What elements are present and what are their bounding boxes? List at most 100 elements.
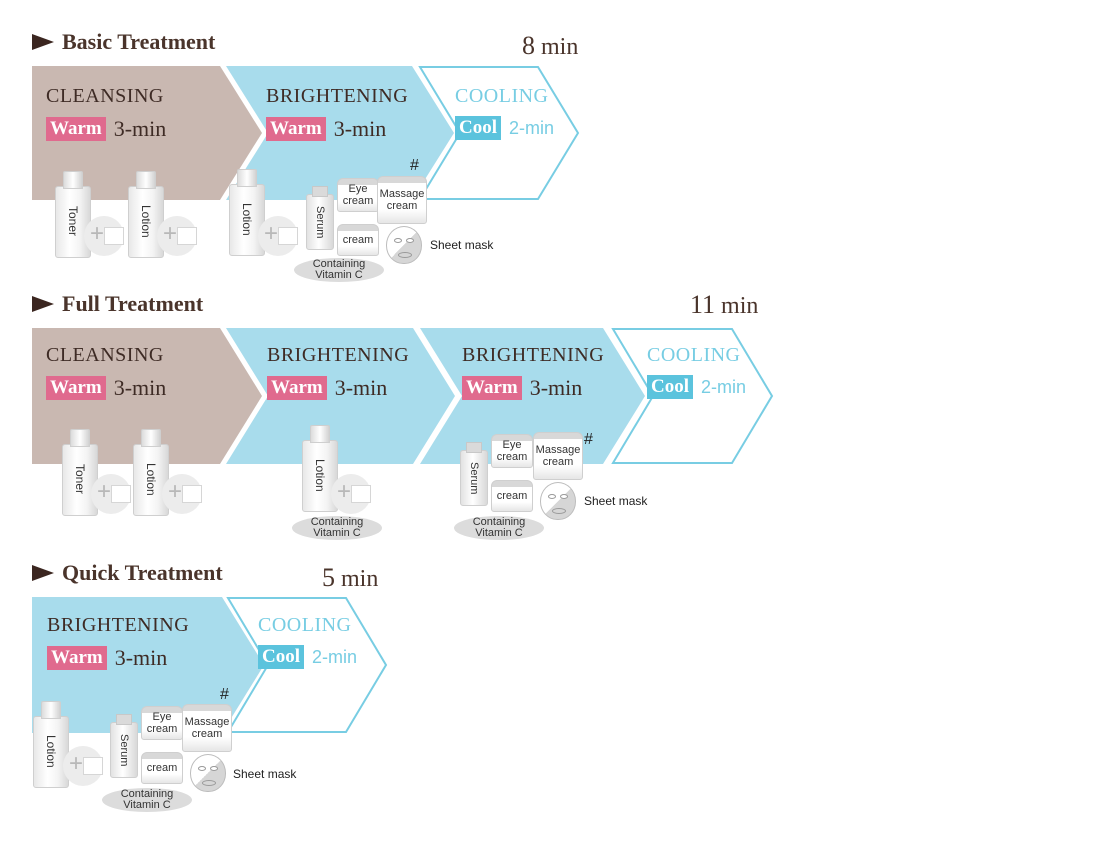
lotion-label: Lotion [44, 734, 58, 768]
sheet-mask-icon [386, 226, 422, 264]
quick-title: Quick Treatment [32, 560, 223, 586]
cream-jar: cream [141, 752, 183, 784]
hash-mark: # [220, 686, 229, 703]
cool-badge: Cool [455, 116, 501, 140]
quick-stage-cooling: COOLING Cool 2-min [258, 614, 357, 669]
full-stage-cleansing: CLEANSING Warm 3-min [46, 344, 166, 401]
full-brightening-arrow-2 [420, 328, 645, 464]
serum-label: Serum [468, 461, 480, 495]
full-duration-unit: min [715, 293, 759, 319]
cotton-pad-icon [331, 474, 371, 514]
sheet-mask-icon [190, 754, 226, 792]
basic-stage-cooling: COOLING Cool 2-min [455, 85, 554, 140]
quick-brightening-arrow [32, 597, 264, 733]
full-stage-cooling: COOLING Cool 2-min [647, 344, 746, 399]
lotion-bottle: Lotion [128, 171, 164, 258]
full-duration: 11 min [690, 290, 758, 320]
basic-duration-value: 8 [522, 31, 535, 60]
cotton-pad-icon [91, 474, 131, 514]
section-arrow-icon [32, 296, 54, 312]
warm-badge: Warm [267, 376, 327, 400]
section-arrow-icon [32, 34, 54, 50]
cream-jar: cream [491, 480, 533, 512]
basic-title-text: Basic Treatment [62, 29, 216, 54]
cool-badge: Cool [258, 645, 304, 669]
serum-bottle: Serum [110, 714, 138, 778]
warm-badge: Warm [46, 117, 106, 141]
toner-bottle: Toner [55, 171, 91, 258]
cotton-pad-icon [84, 216, 124, 256]
toner-label: Toner [73, 463, 87, 495]
vitamin-c-label: Containing Vitamin C [292, 516, 382, 540]
serum-label: Serum [314, 205, 326, 239]
eye-cream-jar: Eye cream [491, 434, 533, 468]
sheet-mask-label: Sheet mask [233, 767, 297, 781]
stage-time: 3-min [113, 375, 167, 400]
quick-duration-unit: min [335, 566, 379, 592]
full-title: Full Treatment [32, 291, 203, 317]
warm-badge: Warm [47, 646, 107, 670]
basic-stage-cleansing: CLEANSING Warm 3-min [46, 85, 166, 142]
lotion-label: Lotion [139, 204, 153, 238]
stage-time: 3-min [529, 375, 583, 400]
cotton-pad-icon [162, 474, 202, 514]
full-duration-value: 11 [690, 290, 716, 319]
stage-name: BRIGHTENING [267, 344, 410, 366]
toner-label: Toner [66, 205, 80, 237]
stage-name: CLEANSING [46, 85, 164, 107]
lotion-label: Lotion [240, 202, 254, 236]
stage-name: BRIGHTENING [462, 344, 605, 366]
quick-title-text: Quick Treatment [62, 560, 223, 585]
stage-name: COOLING [455, 85, 549, 107]
toner-bottle: Toner [62, 429, 98, 516]
stage-time: 2-min [701, 376, 747, 397]
full-stage-brightening-1: BRIGHTENING Warm 3-min [267, 344, 409, 401]
vitamin-c-label: Containing Vitamin C [454, 516, 544, 540]
sheet-mask-icon [540, 482, 576, 520]
massage-cream-jar: Massage cream [182, 704, 232, 752]
eye-cream-jar: Eye cream [337, 178, 379, 212]
stage-name: CLEANSING [46, 344, 164, 366]
full-brightening-arrow-1 [226, 328, 455, 464]
sheet-mask-label: Sheet mask [584, 494, 648, 508]
full-stage-brightening-2: BRIGHTENING Warm 3-min [462, 344, 604, 401]
stage-time: 3-min [113, 116, 167, 141]
sheet-mask-label: Sheet mask [430, 238, 494, 252]
stage-name: BRIGHTENING [266, 85, 409, 107]
cream-jar: cream [337, 224, 379, 256]
warm-badge: Warm [46, 376, 106, 400]
stage-time: 2-min [312, 646, 358, 667]
serum-bottle: Serum [306, 186, 334, 250]
hash-mark: # [584, 431, 593, 448]
lotion-bottle: Lotion [33, 701, 69, 788]
basic-brightening-arrow [226, 66, 454, 200]
lotion-label: Lotion [144, 462, 158, 496]
section-arrow-icon [32, 565, 54, 581]
cotton-pad-icon [63, 746, 103, 786]
stage-name: COOLING [647, 344, 741, 366]
basic-title: Basic Treatment [32, 29, 215, 55]
vitamin-c-label: Containing Vitamin C [294, 258, 384, 282]
lotion-label: Lotion [313, 458, 327, 492]
cool-badge: Cool [647, 375, 693, 399]
stage-name: BRIGHTENING [47, 614, 190, 636]
eye-cream-jar: Eye cream [141, 706, 183, 740]
warm-badge: Warm [266, 117, 326, 141]
stage-name: COOLING [258, 614, 352, 636]
quick-duration: 5 min [322, 563, 378, 593]
basic-cleansing-arrow [32, 66, 262, 200]
warm-badge: Warm [462, 376, 522, 400]
serum-label: Serum [118, 733, 130, 767]
massage-cream-jar: Massage cream [533, 432, 583, 480]
basic-duration-unit: min [535, 34, 579, 60]
stage-time: 3-min [333, 116, 387, 141]
hash-mark: # [410, 157, 419, 174]
cotton-pad-icon [157, 216, 197, 256]
basic-stage-brightening: BRIGHTENING Warm 3-min [266, 85, 408, 142]
basic-duration: 8 min [522, 31, 578, 61]
lotion-bottle: Lotion [133, 429, 169, 516]
stage-time: 3-min [334, 375, 388, 400]
serum-bottle: Serum [460, 442, 488, 506]
stage-time: 3-min [114, 645, 168, 670]
stage-time: 2-min [509, 117, 555, 138]
